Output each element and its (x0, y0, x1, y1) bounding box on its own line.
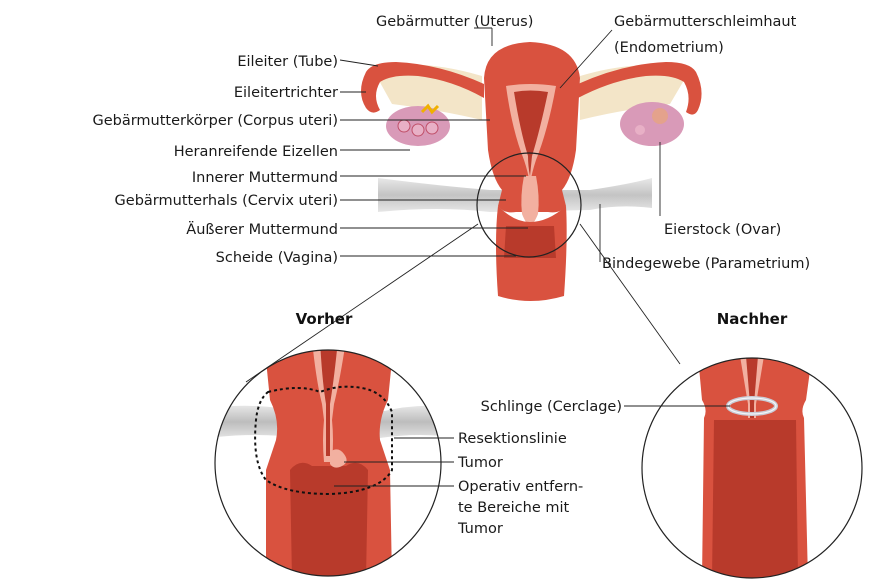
label-vagina: Scheide (Vagina) (216, 250, 338, 266)
follicle (398, 120, 410, 132)
label-removed-3: Tumor (457, 521, 503, 537)
label-removed-1: Operativ entfern- (458, 479, 583, 495)
label-resection: Resektionslinie (458, 431, 567, 447)
follicle (412, 124, 424, 136)
before-detail (200, 340, 460, 579)
label-outer-os: Äußerer Muttermund (186, 220, 338, 238)
label-inner-os: Innerer Muttermund (192, 170, 338, 186)
label-endometrium: Gebärmutterschleimhaut (614, 14, 797, 30)
after-detail (624, 355, 870, 579)
right-ovary (620, 102, 684, 146)
label-endometrium-2: (Endometrium) (614, 40, 724, 56)
label-parametrium: Bindegewebe (Parametrium) (602, 256, 810, 272)
cervical-canal (521, 176, 538, 226)
label-cerclage: Schlinge (Cerclage) (481, 399, 622, 415)
after-vaginal-lumen (712, 420, 798, 579)
label-eggs: Heranreifende Eizellen (174, 144, 338, 160)
before-title: Vorher (296, 310, 353, 328)
label-cervix: Gebärmutterhals (Cervix uteri) (115, 193, 338, 209)
before-vaginal-lumen (290, 463, 368, 579)
label-uterus: Gebärmutter (Uterus) (376, 14, 533, 30)
follicle (652, 108, 668, 124)
label-corpus: Gebärmutterkörper (Corpus uteri) (92, 113, 338, 129)
label-funnel: Eileitertrichter (234, 85, 338, 101)
follicle (426, 122, 438, 134)
after-title: Nachher (717, 310, 788, 328)
label-removed-2: te Bereiche mit (458, 500, 570, 516)
label-tube: Eileiter (Tube) (237, 54, 338, 70)
label-ovary: Eierstock (Ovar) (664, 222, 781, 238)
follicle (635, 125, 645, 135)
label-tumor: Tumor (457, 455, 503, 471)
